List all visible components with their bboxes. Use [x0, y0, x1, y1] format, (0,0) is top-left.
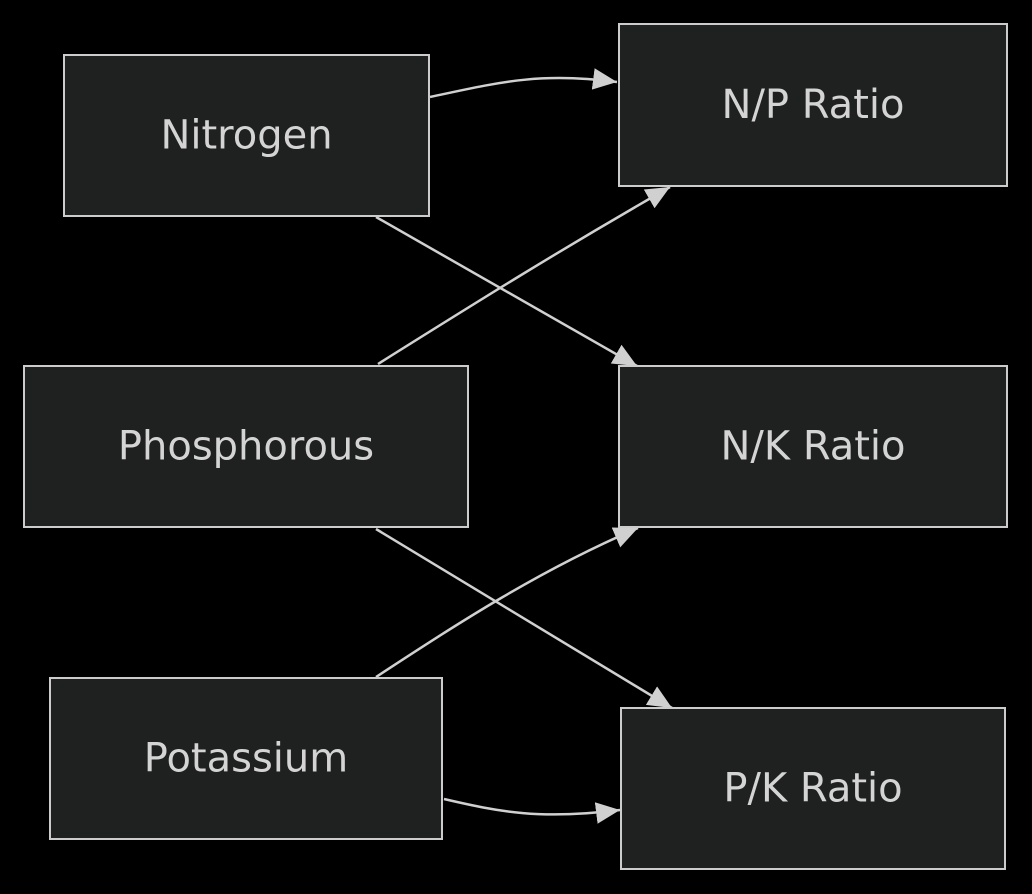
- edge-potassium-to-pk-ratio: [443, 797, 621, 824]
- edge-potassium-to-nk-ratio: [375, 526, 639, 679]
- node-phosphorous[interactable]: Phosphorous: [23, 365, 469, 528]
- node-nitrogen[interactable]: Nitrogen: [63, 54, 430, 217]
- node-label: Potassium: [144, 736, 348, 782]
- node-nk-ratio[interactable]: N/K Ratio: [618, 365, 1008, 528]
- node-pk-ratio[interactable]: P/K Ratio: [620, 707, 1006, 870]
- node-box: [618, 365, 1008, 528]
- edges: [375, 68, 673, 824]
- node-label: P/K Ratio: [723, 766, 902, 812]
- node-box: [63, 54, 430, 217]
- node-label: N/P Ratio: [722, 82, 905, 128]
- edge-nitrogen-to-np-ratio: [429, 68, 618, 99]
- node-potassium[interactable]: Potassium: [49, 677, 443, 840]
- node-label: Phosphorous: [118, 424, 374, 470]
- node-box: [618, 23, 1008, 187]
- edge-phosphorous-to-pk-ratio: [375, 527, 673, 710]
- node-label: N/K Ratio: [720, 424, 905, 470]
- edge-nitrogen-to-nk-ratio: [375, 215, 638, 368]
- edge-phosphorous-to-np-ratio: [377, 185, 671, 366]
- node-box: [49, 677, 443, 840]
- node-np-ratio[interactable]: N/P Ratio: [618, 23, 1008, 187]
- node-box: [23, 365, 469, 528]
- node-label: Nitrogen: [160, 113, 332, 159]
- node-box: [620, 707, 1006, 870]
